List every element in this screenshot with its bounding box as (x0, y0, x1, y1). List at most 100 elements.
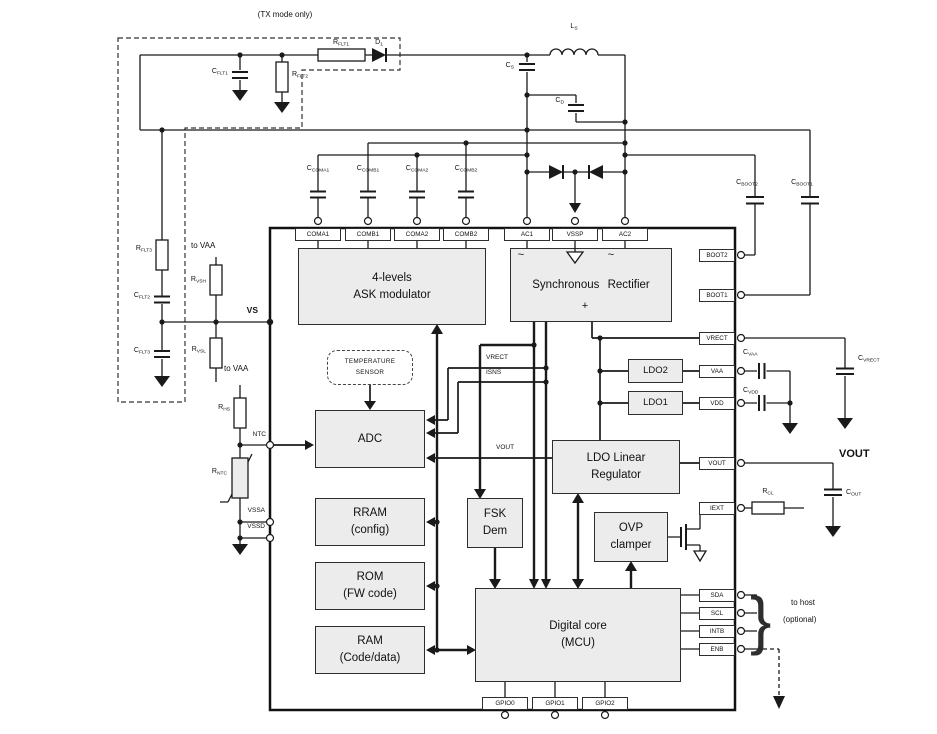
pin-intb: INTB (699, 624, 735, 638)
rectifier-ac-mark-right: ~ (607, 249, 615, 261)
component-label-rntc: RNTC (211, 468, 227, 477)
pin-ac1-label: AC1 (520, 231, 534, 238)
component-label-cout: COUT (846, 489, 862, 498)
block-rom-line1: ROM (356, 571, 384, 584)
block-rram-line2: (config) (350, 524, 390, 536)
pin-vout: VOUT (699, 456, 735, 470)
component-label-rhs: RHS (218, 404, 230, 413)
pin-sda: SDA (699, 588, 735, 602)
pin-vrect: VRECT (699, 331, 735, 345)
wires-bus (435, 322, 633, 652)
capacitor-cflt2-symbol (154, 295, 170, 304)
pin-iext: IEXT (699, 501, 735, 515)
pin-vdd: VDD (699, 396, 735, 410)
pin-ac2: AC2 (602, 228, 648, 241)
block-ask-modulator: 4-levels ASK modulator (298, 248, 486, 325)
capacitor-cs-symbol (519, 63, 535, 71)
component-label-rcl: RCL (762, 488, 774, 497)
block-core-line1: Digital core (549, 620, 607, 633)
component-label-cboot1: CBOOT1 (791, 179, 813, 188)
block-ram-line2: (Code/data) (339, 652, 401, 664)
pin-comb2-label: COMB2 (454, 231, 478, 238)
component-label-rvsl: RVSL (191, 346, 206, 355)
resistor-rflt3-symbol (155, 239, 169, 271)
resistor-rhs-symbol (233, 397, 247, 429)
block-rect-line1: Synchronous Rectifier (532, 278, 650, 291)
component-label-ccoma2: CCOMA2 (405, 165, 429, 174)
pin-coma1: COMA1 (295, 228, 341, 241)
component-label-ls: LS (570, 23, 578, 32)
pin-boot1-label: BOOT1 (706, 291, 728, 299)
enb-dashed-wire (756, 648, 785, 709)
component-label-cvdd: CVDD (743, 387, 759, 396)
capacitor-cflt1-symbol (232, 71, 248, 79)
component-label-cflt1: CFLT1 (211, 68, 228, 77)
pin-scl: SCL (699, 606, 735, 620)
rectifier-ac-mark-left: ~ (517, 249, 525, 261)
pin-boot2-label: BOOT2 (706, 251, 728, 259)
ground-left-filter (154, 376, 170, 387)
vs-net-label: VS (246, 305, 258, 315)
block-ovp-line1: OVP (618, 522, 644, 535)
block-temp-line2: SENSOR (355, 368, 385, 376)
pin-vssp: VSSP (552, 228, 598, 241)
arrow-temp-into-adc (364, 401, 376, 410)
vout-sense-label: VOUT (496, 444, 515, 451)
pin-intb-label: INTB (709, 627, 725, 635)
block-temp-line1: TEMPERATURE (344, 358, 396, 366)
rectifier-plus-mark: + (581, 300, 589, 312)
capacitor-cboot2-symbol (746, 196, 764, 205)
arrow-vssp-tap (569, 203, 581, 213)
pin-terminals (265, 216, 746, 720)
pin-gpio1-label: GPIO1 (545, 700, 565, 707)
component-label-cflt3: CFLT3 (133, 347, 150, 356)
capacitor-cout-symbol (824, 488, 842, 496)
capacitor-cvaa-symbol (758, 363, 766, 379)
diode-d1-symbol (372, 48, 387, 62)
pin-vdd-label: VDD (710, 399, 724, 407)
block-adc: ADC (315, 410, 425, 468)
block-ldo2-line1: LDO2 (643, 365, 668, 377)
pin-boot2: BOOT2 (699, 248, 735, 262)
arrow-into-core-2 (541, 579, 551, 589)
component-label-cboot2: CBOOT2 (736, 179, 758, 188)
vout-net-label: VOUT (839, 448, 870, 460)
isns-sense-label: ISNS (486, 369, 502, 376)
block-ldo-line1: LDO Linear (586, 452, 646, 465)
block-rom-line2: (FW code) (343, 588, 397, 600)
block-rom: ROM (FW code) (315, 562, 425, 610)
block-digital-core: Digital core (MCU) (475, 588, 681, 682)
component-label-d1: D1 (375, 39, 383, 48)
pin-gpio2-label: GPIO2 (595, 700, 615, 707)
arrow-into-rom (426, 581, 435, 591)
block-fsk-line1: FSK (483, 508, 507, 521)
block-ldo2: LDO2 (628, 359, 683, 383)
block-ldo-line2: Regulator (591, 469, 641, 481)
resistor-rflt2-symbol (275, 61, 289, 93)
resistor-rflt1-symbol (317, 48, 366, 62)
component-label-cs: CS (505, 62, 514, 71)
arrow-into-core-left (467, 645, 476, 655)
pin-coma2-label: COMA2 (405, 231, 429, 238)
pin-gpio0: GPIO0 (482, 697, 528, 710)
signal-arrows (305, 203, 637, 655)
pin-vssa-label: VSSA (247, 507, 265, 514)
block-ovp-clamper: OVP clamper (594, 512, 668, 562)
inductor-ls-symbol (549, 48, 599, 56)
tx-filter-dashed-outline (117, 37, 401, 403)
capacitor-ccoma1-symbol (310, 190, 326, 199)
wires-thin (139, 54, 846, 697)
block-ram: RAM (Code/data) (315, 626, 425, 674)
pin-gpio1: GPIO1 (532, 697, 578, 710)
component-label-ccomb2: CCOMB2 (454, 165, 478, 174)
component-label-cd: CD (555, 97, 564, 106)
pin-gpio0-label: GPIO0 (495, 700, 515, 707)
resistor-rvsh-symbol (209, 264, 223, 296)
capacitor-cvrect-symbol (836, 367, 854, 375)
mosfet-symbol (680, 524, 708, 563)
block-ldo1: LDO1 (628, 391, 683, 415)
component-label-ccoma1: CCOMA1 (306, 165, 330, 174)
block-ram-line1: RAM (357, 635, 383, 648)
arrow-fsk-to-core (489, 579, 501, 589)
ic-outline (268, 226, 737, 712)
